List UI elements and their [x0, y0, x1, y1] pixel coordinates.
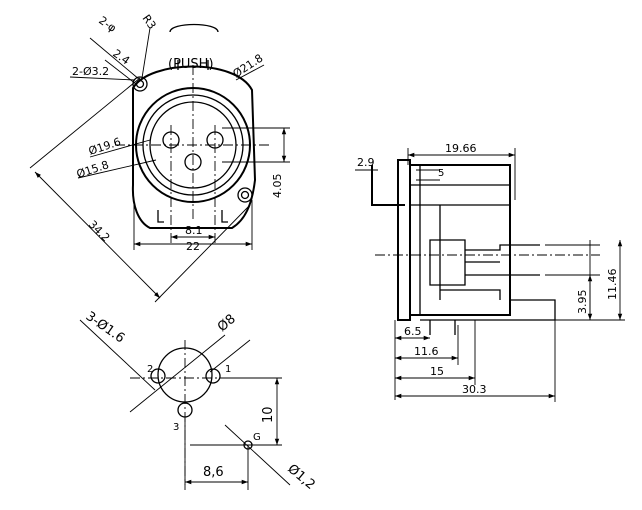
dim-line-34-2 — [34, 171, 161, 299]
side-view: 2.9 19.66 5 11.46 3.95 6.5 11.6 15 30.3 — [355, 142, 625, 402]
label-push: (PUSH) — [168, 57, 214, 72]
pcb-layout: 3-Ø1.6 Ø8 1 2 3 G 10 8,6 Ø1,2 — [79, 309, 318, 493]
label-pin-g: G — [253, 432, 261, 443]
label-15: 15 — [430, 365, 444, 378]
push-latch-legs — [177, 60, 209, 70]
label-5: 5 — [438, 168, 444, 179]
label-2-4: 2.4 — [110, 47, 132, 68]
label-3-95: 3.95 — [576, 290, 589, 315]
push-latch-arc — [169, 23, 219, 33]
label-11-46: 11.46 — [606, 269, 619, 301]
label-10: 10 — [261, 406, 276, 423]
pcb-outline-circle — [157, 347, 213, 403]
label-22: 22 — [186, 240, 200, 253]
label-pin-3: 3 — [173, 422, 179, 433]
label-30-3: 30.3 — [462, 383, 487, 396]
label-phi15-8: Ø15.8 — [75, 158, 111, 181]
label-phi1-2: Ø1,2 — [284, 462, 317, 493]
label-2-9: 2.9 — [357, 156, 375, 169]
flange-outline — [131, 65, 257, 229]
side-body — [409, 164, 511, 316]
label-phi19-6: Ø19.6 — [87, 135, 123, 158]
mounting-hole-bottom — [237, 187, 253, 203]
pcb-hole-2 — [150, 368, 166, 384]
label-pin-2: 2 — [147, 364, 153, 375]
label-2phi3-2: 2-Ø3.2 — [72, 65, 109, 78]
label-phi21-8: Ø21.8 — [231, 52, 266, 81]
side-flange — [371, 165, 405, 206]
label-3phi1-6: 3-Ø1.6 — [83, 309, 128, 346]
label-8-1: 8.1 — [185, 224, 203, 237]
label-6-5: 6.5 — [404, 325, 422, 338]
front-view: 2-φ R3 2.4 2-Ø3.2 (PUSH) Ø21.8 Ø19.6 Ø15… — [29, 12, 290, 303]
label-phi8: Ø8 — [215, 312, 239, 335]
label-4-05: 4.05 — [271, 174, 284, 199]
label-8-6: 8,6 — [203, 465, 224, 480]
rear-contacts — [420, 244, 556, 321]
pcb-hole-g — [243, 440, 253, 450]
label-11-6: 11.6 — [414, 345, 439, 358]
label-r3: R3 — [140, 12, 159, 31]
pcb-hole-1 — [205, 368, 221, 384]
mounting-hole-bottom-inner — [240, 190, 250, 200]
mounting-hole-top-inner — [135, 79, 145, 89]
label-19-66: 19.66 — [445, 142, 477, 155]
side-front-plate — [397, 159, 411, 321]
label-34-2: 34.2 — [86, 218, 113, 245]
label-2phi: 2-φ — [96, 14, 118, 35]
label-pin-1: 1 — [225, 364, 231, 375]
